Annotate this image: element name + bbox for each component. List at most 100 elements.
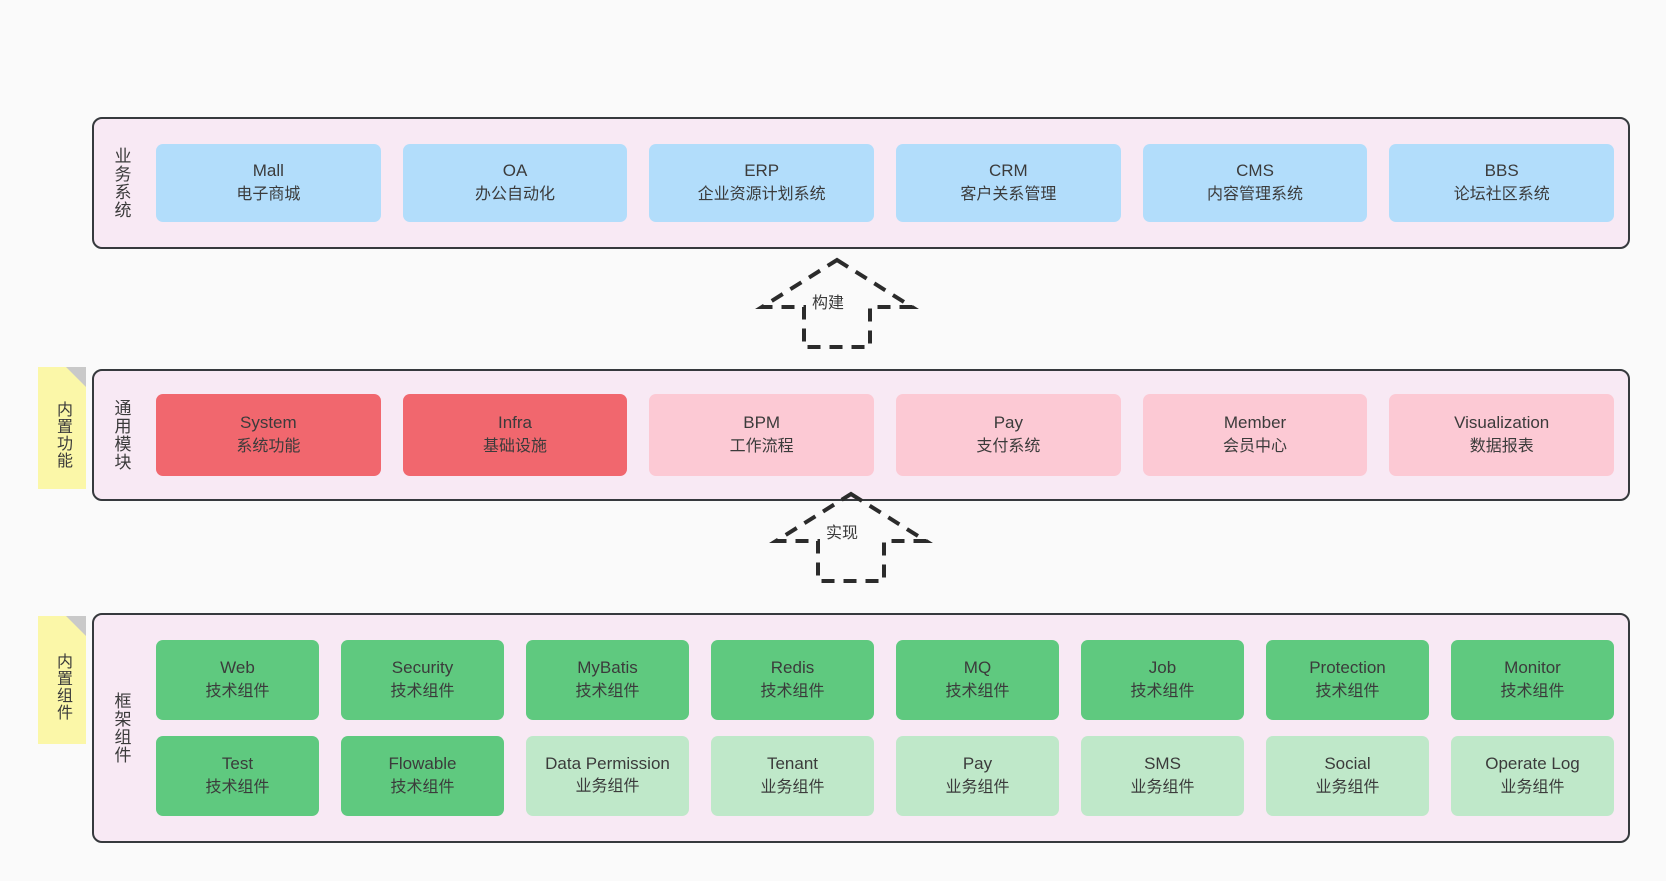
node-redis[interactable]: Redis 技术组件	[711, 640, 874, 720]
node-title: ERP	[744, 161, 780, 180]
node-crm[interactable]: CRM 客户关系管理	[896, 144, 1121, 222]
node-erp[interactable]: ERP 企业资源计划系统	[649, 144, 875, 222]
node-visualization[interactable]: Visualization 数据报表	[1389, 394, 1615, 476]
node-title: Pay	[962, 754, 993, 773]
layer-business-systems: 业务系统 Mall 电子商城 OA 办公自动化 ERP 企业资源计划系统 CRM…	[92, 117, 1630, 249]
node-subtitle: 业务组件	[1315, 779, 1380, 796]
sticky-note-builtin-component: 内置组件	[38, 616, 86, 744]
node-title: Security	[391, 658, 454, 677]
node-title: Tenant	[766, 754, 819, 773]
node-title: SMS	[1144, 754, 1181, 773]
node-protection[interactable]: Protection 技术组件	[1266, 640, 1429, 720]
node-title: Data Permission	[545, 754, 670, 773]
node-subtitle: 技术组件	[1500, 683, 1565, 700]
framework-node-row-2: Test 技术组件 Flowable 技术组件 Data Permission …	[156, 736, 1614, 816]
node-title: MyBatis	[577, 658, 638, 677]
node-subtitle: 技术组件	[945, 683, 1010, 700]
framework-node-row-1: Web 技术组件 Security 技术组件 MyBatis 技术组件 Redi…	[156, 640, 1614, 720]
node-subtitle: 业务组件	[575, 778, 640, 795]
node-title: Social	[1324, 754, 1371, 773]
node-title: Operate Log	[1485, 754, 1580, 773]
node-subtitle: 论坛社区系统	[1453, 186, 1550, 203]
node-title: System	[239, 413, 297, 432]
arrow-build-label: 构建	[812, 295, 845, 312]
node-subtitle: 电子商城	[236, 186, 301, 203]
arrow-implement-label: 实现	[826, 525, 859, 542]
node-subtitle: 技术组件	[390, 683, 455, 700]
node-subtitle: 技术组件	[1130, 683, 1195, 700]
node-sms[interactable]: SMS 业务组件	[1081, 736, 1244, 816]
node-system[interactable]: System 系统功能	[156, 394, 381, 476]
sticky-note-text: 内置功能	[54, 401, 71, 469]
node-title: Flowable	[388, 754, 457, 773]
node-subtitle: 业务组件	[1500, 779, 1565, 796]
node-subtitle: 业务组件	[760, 779, 825, 796]
node-infra[interactable]: Infra 基础设施	[402, 394, 628, 476]
sticky-fold-corner-icon	[66, 616, 86, 636]
business-node-container: Mall 电子商城 OA 办公自动化 ERP 企业资源计划系统 CRM 客户关系…	[138, 119, 1628, 247]
node-title: BBS	[1484, 161, 1519, 180]
business-node-row: Mall 电子商城 OA 办公自动化 ERP 企业资源计划系统 CRM 客户关系…	[156, 144, 1615, 222]
node-flowable[interactable]: Flowable 技术组件	[341, 736, 504, 816]
node-subtitle: 客户关系管理	[960, 186, 1057, 203]
node-data-permission[interactable]: Data Permission 业务组件	[526, 736, 689, 816]
node-web[interactable]: Web 技术组件	[156, 640, 319, 720]
node-title: BPM	[743, 413, 781, 432]
node-title: Protection	[1309, 658, 1386, 677]
node-title: Job	[1148, 658, 1177, 677]
node-title: Visualization	[1454, 413, 1550, 432]
node-subtitle: 数据报表	[1469, 438, 1534, 455]
node-subtitle: 技术组件	[205, 683, 270, 700]
node-title: OA	[502, 161, 528, 180]
node-subtitle: 工作流程	[729, 438, 794, 455]
module-node-row: System 系统功能 Infra 基础设施 BPM 工作流程 Pay 支付系统…	[156, 394, 1615, 476]
node-social[interactable]: Social 业务组件	[1266, 736, 1429, 816]
layer-label-framework: 框架组件	[111, 692, 131, 764]
node-test[interactable]: Test 技术组件	[156, 736, 319, 816]
node-monitor[interactable]: Monitor 技术组件	[1451, 640, 1614, 720]
node-subtitle: 企业资源计划系统	[697, 186, 826, 203]
node-mq[interactable]: MQ 技术组件	[896, 640, 1059, 720]
node-cms[interactable]: CMS 内容管理系统	[1142, 144, 1368, 222]
node-subtitle: 会员中心	[1223, 438, 1288, 455]
node-bpm[interactable]: BPM 工作流程	[649, 394, 875, 476]
node-subtitle: 技术组件	[760, 683, 825, 700]
node-title: Monitor	[1504, 658, 1561, 677]
node-operate-log[interactable]: Operate Log 业务组件	[1451, 736, 1614, 816]
node-job[interactable]: Job 技术组件	[1081, 640, 1244, 720]
sticky-fold-corner-icon	[66, 367, 86, 387]
node-subtitle: 技术组件	[575, 683, 640, 700]
node-mall[interactable]: Mall 电子商城	[156, 144, 381, 222]
node-member[interactable]: Member 会员中心	[1142, 394, 1368, 476]
node-title: MQ	[963, 658, 992, 677]
node-title: Infra	[497, 413, 533, 432]
node-title: Web	[220, 658, 255, 677]
node-subtitle: 基础设施	[483, 438, 548, 455]
node-subtitle: 系统功能	[236, 438, 301, 455]
arrow-build-icon	[755, 257, 919, 349]
node-subtitle: 业务组件	[945, 779, 1010, 796]
arrow-implement-icon	[769, 491, 933, 583]
node-title: CRM	[988, 161, 1028, 180]
node-bbs[interactable]: BBS 论坛社区系统	[1389, 144, 1615, 222]
framework-node-container: Web 技术组件 Security 技术组件 MyBatis 技术组件 Redi…	[138, 615, 1628, 841]
node-security[interactable]: Security 技术组件	[341, 640, 504, 720]
sticky-note-builtin-function: 内置功能	[38, 367, 86, 489]
layer-label-modules: 通用模块	[111, 399, 131, 471]
node-oa[interactable]: OA 办公自动化	[402, 144, 628, 222]
node-subtitle: 支付系统	[976, 438, 1041, 455]
node-title: Member	[1223, 413, 1287, 432]
node-title: Test	[221, 754, 254, 773]
node-mybatis[interactable]: MyBatis 技术组件	[526, 640, 689, 720]
node-pay-component[interactable]: Pay 业务组件	[896, 736, 1059, 816]
node-subtitle: 业务组件	[1130, 779, 1195, 796]
node-pay-module[interactable]: Pay 支付系统	[896, 394, 1121, 476]
sticky-note-text: 内置组件	[54, 653, 71, 721]
node-subtitle: 技术组件	[1315, 683, 1380, 700]
node-title: Pay	[993, 413, 1023, 432]
node-title: Redis	[770, 658, 815, 677]
node-subtitle: 技术组件	[205, 779, 270, 796]
layer-label-business: 业务系统	[111, 147, 131, 219]
node-tenant[interactable]: Tenant 业务组件	[711, 736, 874, 816]
